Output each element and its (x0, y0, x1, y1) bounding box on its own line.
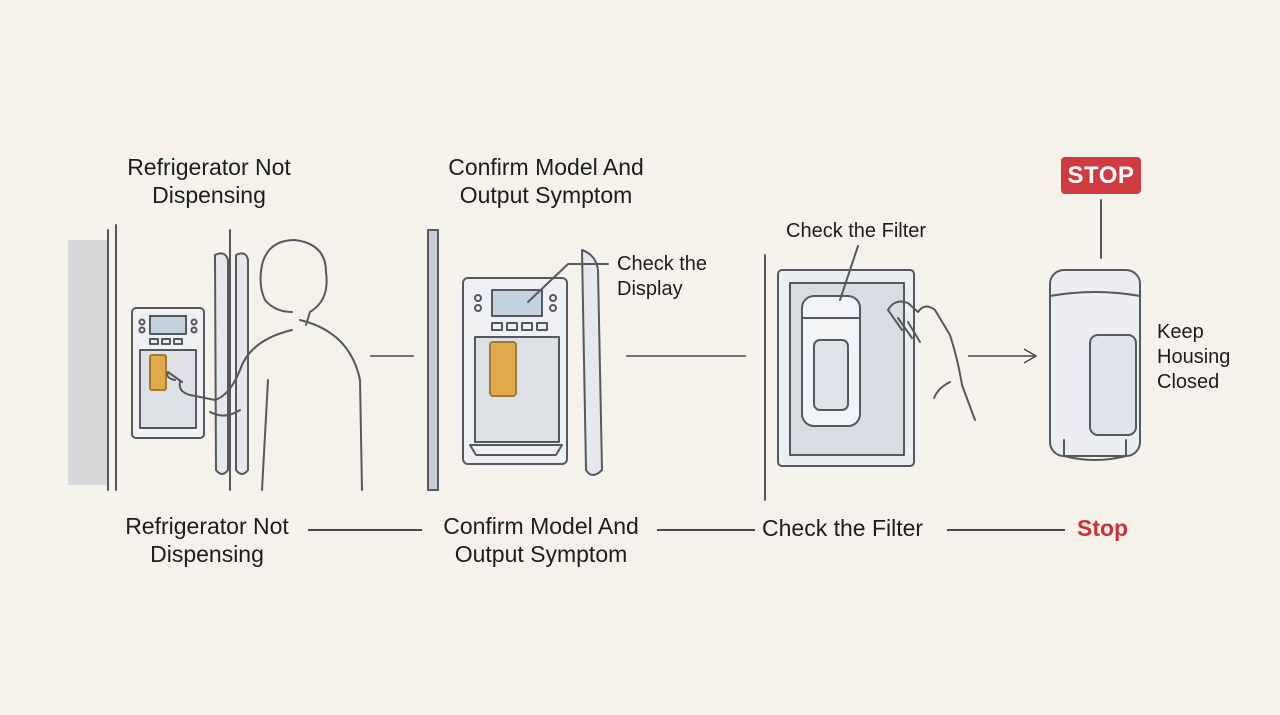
step-1-title: Refrigerator Not Dispensing (127, 154, 291, 208)
step-2-title: Confirm Model And Output Symptom (448, 154, 644, 208)
panel-2-illustration (427, 229, 609, 491)
flow-connector-2 (657, 529, 755, 531)
step-2-callout: Check the Display (617, 253, 708, 300)
arrow-3-4 (968, 348, 1038, 364)
flow-step-4: Stop (1077, 515, 1129, 541)
stop-sign: STOP (1061, 157, 1141, 194)
flow-step-3: Check the Filter (762, 515, 924, 541)
flow-step-2: Confirm Model And Output Symptom (443, 513, 639, 567)
panel-1-illustration (68, 224, 363, 491)
flow-connector-1 (308, 529, 422, 531)
flow-step-1: Refrigerator Not Dispensing (125, 513, 289, 567)
panel-4-illustration (1049, 199, 1141, 461)
flow-connector-3 (947, 529, 1065, 531)
panel-3-illustration (764, 245, 976, 501)
step-3-title: Check the Filter (786, 220, 927, 242)
step-4-note: Keep Housing Closed (1157, 321, 1231, 393)
